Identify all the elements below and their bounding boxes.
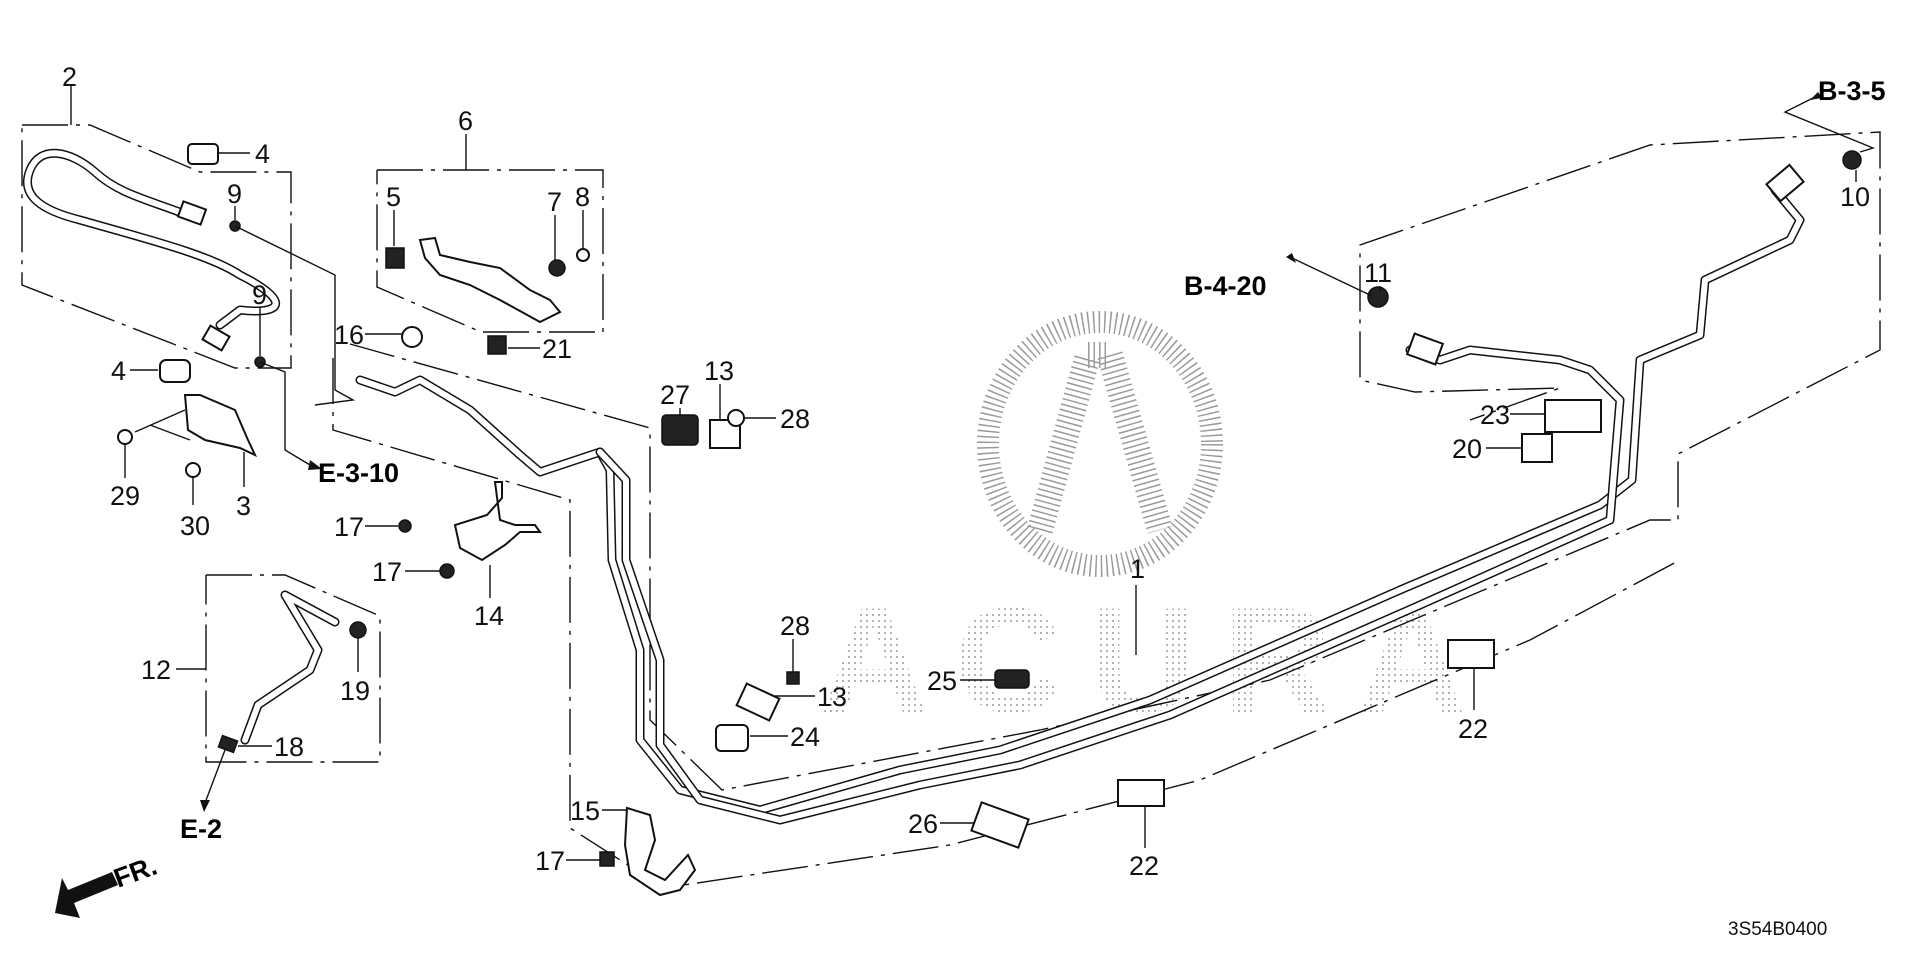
- callout-14[interactable]: 14: [474, 601, 504, 631]
- front-direction-arrow-icon: [55, 872, 118, 918]
- nut-part-28-lower[interactable]: [786, 671, 800, 685]
- clip-part-5[interactable]: [385, 247, 405, 269]
- nut-part-7[interactable]: [548, 259, 566, 277]
- callout-23[interactable]: 23: [1480, 400, 1510, 430]
- callout-9-lower[interactable]: 9: [252, 280, 267, 310]
- callout-28-lower[interactable]: 28: [780, 611, 810, 641]
- clip-part-19[interactable]: [349, 621, 367, 639]
- callout-20[interactable]: 20: [1452, 434, 1482, 464]
- clip-part-17c[interactable]: [599, 851, 615, 867]
- connector-part-4-lower[interactable]: [159, 359, 191, 383]
- reference-b-4-20[interactable]: B-4-20: [1184, 271, 1267, 301]
- callout-28-upper[interactable]: 28: [780, 404, 810, 434]
- group-box-2: [21, 86, 292, 369]
- acura-watermark-logo: [977, 311, 1223, 577]
- callout-21[interactable]: 21: [542, 334, 572, 364]
- clamp-part-26[interactable]: [970, 801, 1030, 849]
- reference-arrows: [200, 92, 1876, 812]
- front-direction-label: FR.: [110, 851, 161, 894]
- group-box-1: [332, 131, 1881, 889]
- callout-22-upper[interactable]: 22: [1458, 714, 1488, 744]
- diagram-code: 3S54B0400: [1728, 919, 1827, 940]
- callout-29[interactable]: 29: [110, 481, 140, 511]
- callout-13-lower[interactable]: 13: [817, 682, 847, 712]
- clamp-part-22-lower[interactable]: [1117, 779, 1165, 807]
- callout-4-lower[interactable]: 4: [111, 356, 126, 386]
- clamp-part-15[interactable]: [623, 806, 697, 897]
- pipe-part-1[interactable]: [355, 163, 1805, 825]
- clamp-part-22-upper[interactable]: [1447, 639, 1495, 669]
- callout-7[interactable]: 7: [547, 187, 562, 217]
- cap-part-10[interactable]: [1842, 150, 1862, 170]
- callout-19[interactable]: 19: [340, 676, 370, 706]
- bracket-part-3[interactable]: [134, 394, 258, 487]
- nut-part-17b[interactable]: [439, 563, 455, 579]
- mount-part-27[interactable]: [661, 414, 699, 446]
- bracket-part-6[interactable]: [418, 236, 562, 324]
- clip-part-25[interactable]: [994, 669, 1030, 689]
- clip-part-18[interactable]: [217, 734, 239, 754]
- callout-30[interactable]: 30: [180, 511, 210, 541]
- callout-17-b[interactable]: 17: [372, 557, 402, 587]
- callout-15[interactable]: 15: [570, 796, 600, 826]
- callout-25[interactable]: 25: [927, 666, 957, 696]
- reference-e-2[interactable]: E-2: [180, 814, 222, 844]
- nut-part-28-upper[interactable]: [727, 409, 745, 427]
- callout-24[interactable]: 24: [790, 722, 820, 752]
- bracket-part-14[interactable]: [453, 481, 542, 598]
- callout-4-upper[interactable]: 4: [255, 139, 270, 169]
- tube-part-2[interactable]: [23, 148, 280, 352]
- callout-3[interactable]: 3: [236, 491, 251, 521]
- group-box-12: [176, 574, 381, 763]
- cap-part-11[interactable]: [1367, 286, 1389, 308]
- callout-5[interactable]: 5: [386, 182, 401, 212]
- callout-numbers: 2 4 9 9 4 29 30 3 6 5 7 8 16 21 17 17 14…: [62, 62, 1870, 881]
- clip-part-21[interactable]: [487, 335, 507, 355]
- clip-part-20[interactable]: [1521, 433, 1553, 463]
- callout-1[interactable]: 1: [1130, 554, 1145, 584]
- callout-22-lower[interactable]: 22: [1129, 851, 1159, 881]
- callout-17-a[interactable]: 17: [334, 512, 364, 542]
- holder-part-13-lower[interactable]: [735, 682, 781, 722]
- callout-2[interactable]: 2: [62, 62, 77, 92]
- callout-12[interactable]: 12: [141, 655, 171, 685]
- hose-part-12[interactable]: [240, 590, 340, 745]
- clamp-part-23[interactable]: [1544, 399, 1602, 433]
- callout-8[interactable]: 8: [575, 182, 590, 212]
- callout-6[interactable]: 6: [458, 106, 473, 136]
- reference-e-3-10[interactable]: E-3-10: [318, 458, 399, 488]
- leader-lines: [124, 152, 1857, 861]
- connector-part-4-upper[interactable]: [187, 143, 219, 165]
- callout-9-upper[interactable]: 9: [227, 179, 242, 209]
- callout-18[interactable]: 18: [274, 732, 304, 762]
- callout-16[interactable]: 16: [334, 320, 364, 350]
- reference-b-3-5[interactable]: B-3-5: [1818, 76, 1886, 106]
- small-parts: [117, 143, 1862, 867]
- callout-17-c[interactable]: 17: [535, 846, 565, 876]
- callout-27[interactable]: 27: [660, 380, 690, 410]
- bolt-part-16[interactable]: [401, 326, 423, 348]
- group-box-6: [376, 134, 604, 333]
- nut-part-17a[interactable]: [398, 519, 412, 533]
- callout-10[interactable]: 10: [1840, 182, 1870, 212]
- callout-13-upper[interactable]: 13: [704, 356, 734, 386]
- holder-part-24[interactable]: [715, 724, 749, 752]
- callout-11[interactable]: 11: [1364, 258, 1392, 288]
- bolt-part-30[interactable]: [185, 462, 201, 478]
- nut-part-29[interactable]: [117, 429, 133, 445]
- washer-part-8[interactable]: [576, 248, 590, 262]
- callout-26[interactable]: 26: [908, 809, 938, 839]
- holder-part-13-upper[interactable]: [709, 419, 741, 449]
